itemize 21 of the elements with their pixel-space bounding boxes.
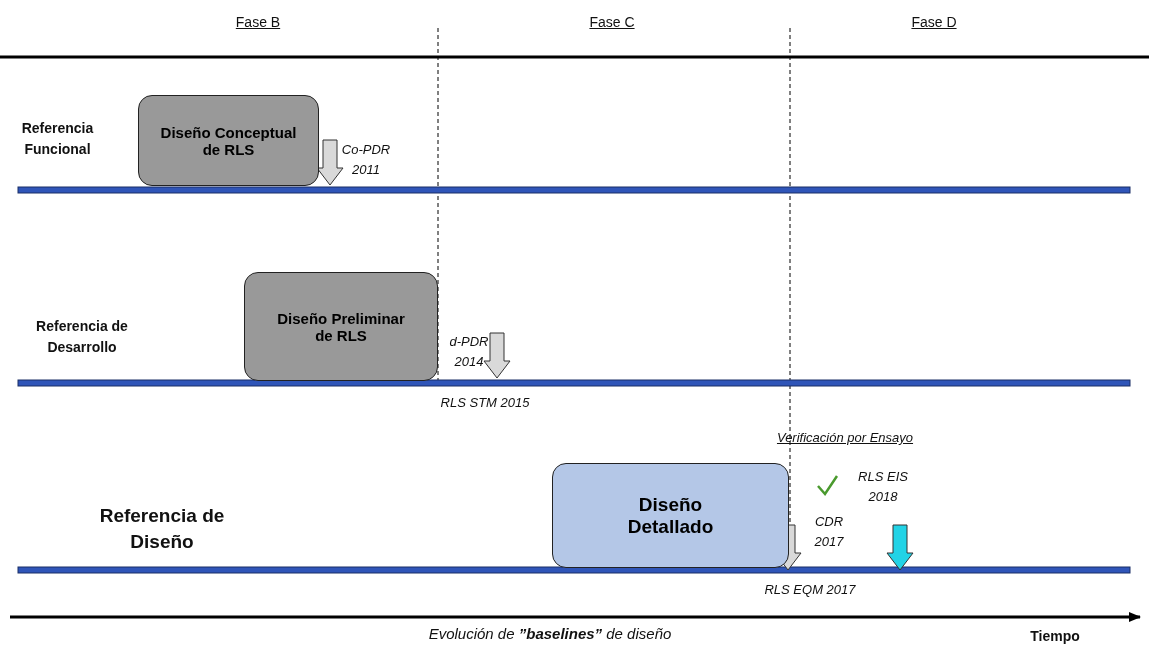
phase-heading: Fase D	[910, 13, 958, 32]
axis-caption: Evolución de ”baselines” de diseño	[427, 624, 673, 644]
phase-heading: Fase C	[588, 13, 636, 32]
process-box	[552, 463, 789, 568]
baseline-label: Referencia Funcional	[20, 119, 95, 159]
milestone-label: d-PDR 2014	[448, 333, 490, 371]
milestone-label: RLS STM 2015	[439, 394, 531, 412]
baseline-label: Referencia de Desarrollo	[35, 317, 129, 357]
milestone-label: CDR 2017	[813, 513, 845, 551]
baseline-label: Referencia de Diseño	[98, 504, 226, 554]
box-title: Diseño Conceptual de RLS	[159, 123, 298, 158]
milestone-label: RLS EQM 2017	[763, 581, 857, 599]
axis-label: Tiempo	[1029, 627, 1081, 646]
box-title: Diseño Detallado	[626, 493, 715, 538]
box-title: Diseño Preliminar de RLS	[276, 309, 406, 344]
phase-heading: Fase B	[234, 13, 282, 32]
milestone-label: RLS EIS 2018	[857, 468, 909, 506]
process-box	[244, 272, 438, 381]
verification-note: Verificación por Ensayo	[775, 429, 915, 447]
milestone-label: Co-PDR 2011	[340, 141, 392, 179]
process-box	[138, 95, 319, 186]
